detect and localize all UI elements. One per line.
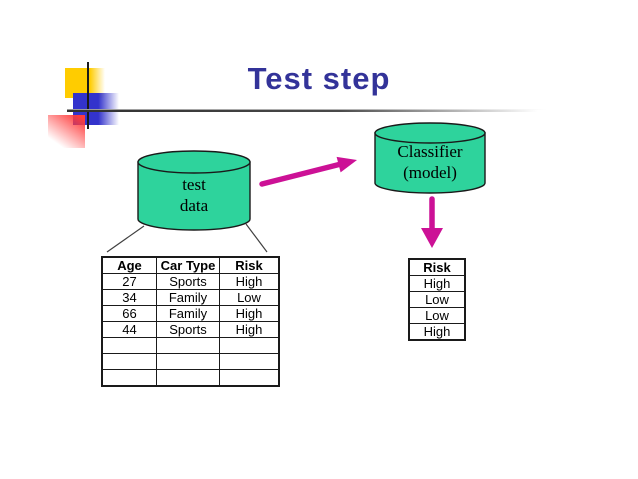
table-cell xyxy=(156,353,220,370)
col-header-risk: Risk xyxy=(219,256,280,274)
table-cell: High xyxy=(219,273,280,290)
table-header-row: Risk xyxy=(408,258,466,276)
table-cell xyxy=(156,337,220,354)
table-row: 27 Sports High xyxy=(101,273,280,290)
table-cell: Low xyxy=(219,289,280,306)
cylinder-body xyxy=(137,161,251,231)
table-cell xyxy=(219,369,280,387)
connector-line-left xyxy=(106,225,145,253)
col-header-age: Age xyxy=(101,256,157,274)
table-row xyxy=(101,369,280,387)
arrow-classifier-to-result xyxy=(421,196,443,248)
table-cell xyxy=(156,369,220,387)
table-cell: 27 xyxy=(101,273,157,290)
table-cell xyxy=(101,369,157,387)
table-cell xyxy=(101,353,157,370)
table-cell: High xyxy=(219,321,280,338)
arrow-shaft xyxy=(259,161,344,187)
test-data-table: Age Car Type Risk 27 Sports High 34 Fami… xyxy=(101,256,280,387)
classifier-cylinder-shape xyxy=(374,122,486,194)
table-cell: High xyxy=(408,323,466,341)
table-cell: High xyxy=(408,275,466,292)
table-cell xyxy=(219,353,280,370)
table-cell: 44 xyxy=(101,321,157,338)
table-row: 34 Family Low xyxy=(101,289,280,306)
classifier-label-line2: (model) xyxy=(403,163,457,182)
connector-line-right xyxy=(245,223,268,253)
table-row: High xyxy=(408,323,466,341)
col-header-risk: Risk xyxy=(408,258,466,276)
title-rule xyxy=(67,110,562,112)
table-cell: Family xyxy=(156,289,220,306)
table-cell: Low xyxy=(408,291,466,308)
cylinder-body xyxy=(374,132,486,194)
col-header-car-type: Car Type xyxy=(156,256,220,274)
table-cell: 66 xyxy=(101,305,157,322)
table-row: 66 Family High xyxy=(101,305,280,322)
arrow-head xyxy=(421,228,443,248)
arrow-test-to-classifier xyxy=(259,156,357,187)
test-data-label: test data xyxy=(138,174,250,216)
result-table: Risk High Low Low High xyxy=(408,258,466,341)
table-cell xyxy=(101,337,157,354)
table-cell: Sports xyxy=(156,273,220,290)
title-rule-highlight xyxy=(67,109,562,110)
decoration-vertical-line xyxy=(87,62,89,129)
test-data-label-line2: data xyxy=(179,196,209,215)
table-cell: 34 xyxy=(101,289,157,306)
table-row xyxy=(101,337,280,354)
arrow-head xyxy=(336,156,357,173)
decoration-red-square xyxy=(48,115,85,148)
slide-title: Test step xyxy=(247,61,391,96)
table-cell: Sports xyxy=(156,321,220,338)
table-cell: High xyxy=(219,305,280,322)
table-row: High xyxy=(408,275,466,292)
test-data-label-line1: test xyxy=(182,175,206,194)
table-row: Low xyxy=(408,291,466,308)
table-row: Low xyxy=(408,307,466,324)
classifier-label: Classifier (model) xyxy=(373,141,487,183)
cylinder-top xyxy=(374,122,486,144)
table-cell: Low xyxy=(408,307,466,324)
classifier-label-line1: Classifier xyxy=(397,142,463,161)
table-cell xyxy=(219,337,280,354)
table-row xyxy=(101,353,280,370)
test-data-cylinder-shape xyxy=(137,150,251,231)
table-header-row: Age Car Type Risk xyxy=(101,256,280,274)
table-row: 44 Sports High xyxy=(101,321,280,338)
cylinder-top xyxy=(137,150,251,174)
table-cell: Family xyxy=(156,305,220,322)
